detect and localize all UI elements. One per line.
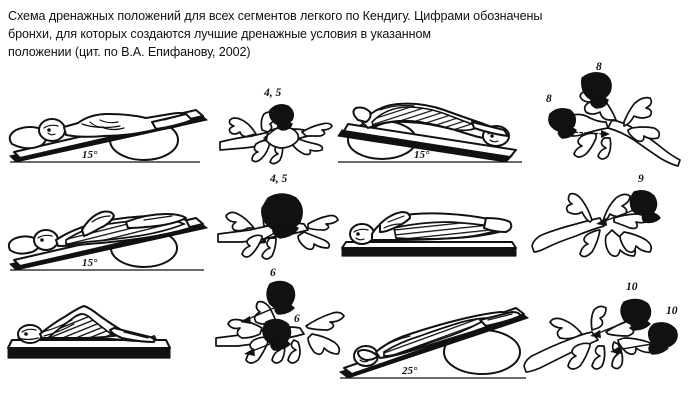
tree-label-r1-left: 4, 5 <box>263 87 282 99</box>
bronchial-tree-r1-right: 8 8 <box>512 61 692 172</box>
caption-line-2: бронхи, для которых создаются лучшие дре… <box>8 26 431 41</box>
tree-label-r3-left-bottom: 6 <box>294 313 300 325</box>
figure-side-lying-flat <box>338 190 528 280</box>
tree-label-r3-right-top: 10 <box>626 281 638 293</box>
tree-label-r2-right: 9 <box>638 173 644 185</box>
bronchial-tree-r2-left: 4, 5 <box>216 168 346 268</box>
bronchial-tree-r3-right: 10 10 <box>520 272 696 380</box>
tree-label-r1-right-top: 8 <box>596 61 602 73</box>
angle-label-r1-right: 15° <box>414 149 430 161</box>
bronchial-tree-r2-right: 9 <box>528 168 693 268</box>
angle-label-r3-right: 25° <box>401 365 418 377</box>
angle-label-r2-left: 15° <box>82 257 98 269</box>
figure-prone-knees-bent-flat <box>4 280 219 385</box>
tree-label-r3-right-side: 10 <box>666 305 678 317</box>
figure-supine-inclined-15: 15° <box>4 78 219 173</box>
bronchial-tree-r3-left: 6 6 <box>214 264 354 372</box>
figure-side-lying-inclined-15: 15° <box>4 182 219 282</box>
drainage-positions-board: 15° 4, 5 <box>0 61 700 420</box>
bronchial-tree-r1-left: 4, 5 <box>216 80 336 172</box>
tree-label-r2-left: 4, 5 <box>269 173 288 185</box>
figure-prone-inclined-25: 25° <box>336 290 536 390</box>
figure-prone-inclined-15: 15° <box>336 78 526 173</box>
tree-label-r1-right-mid: 8 <box>546 93 552 105</box>
caption-line-3: положении (цит. по В.А. Епифанову, 2002) <box>8 44 251 59</box>
figure-caption: Схема дренажных положений для всех сегме… <box>8 8 692 62</box>
caption-line-1: Схема дренажных положений для всех сегме… <box>8 9 543 23</box>
tree-label-r3-left-top: 6 <box>270 267 276 279</box>
angle-label-r1-left: 15° <box>82 149 98 161</box>
